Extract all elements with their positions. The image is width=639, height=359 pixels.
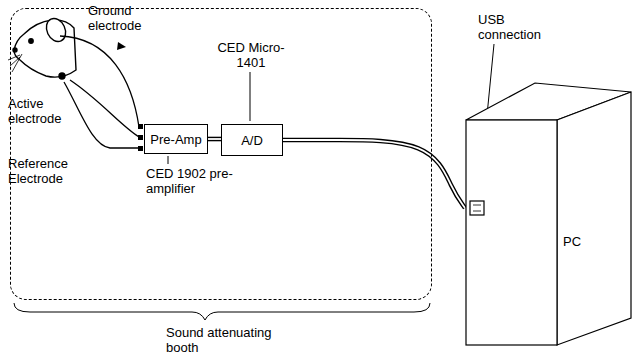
pc-tower: PC <box>465 82 633 347</box>
electrode-label: Reference Electrode <box>8 156 80 186</box>
booth-brace <box>14 303 430 320</box>
device-label: CED 1902 pre-amplifier <box>146 166 236 196</box>
cable-core <box>283 140 465 208</box>
cable-core <box>208 138 221 140</box>
node-label: A/D <box>241 133 263 148</box>
cable-group <box>208 139 221 140</box>
active-wire <box>70 80 139 137</box>
node-label: PC <box>563 234 603 249</box>
pointer-arrowhead <box>117 42 126 50</box>
reference-wire <box>64 82 139 148</box>
input-terminals <box>138 124 143 151</box>
cable-connector <box>208 137 221 142</box>
cable-group <box>283 140 465 208</box>
device-label: CED Micro-1401 <box>215 40 287 70</box>
cable-connector <box>283 140 465 208</box>
electrode-wires <box>60 36 139 148</box>
preamp-box: Pre-Amp <box>144 124 208 154</box>
electrode-label: Active electrode <box>8 96 70 126</box>
mouse-head <box>8 15 76 79</box>
ad-converter-box: A/D <box>221 124 283 156</box>
pc-tower-outline <box>465 82 633 347</box>
electrode-label: Ground electrode <box>88 3 160 33</box>
connection-label: USB connection <box>478 12 556 42</box>
booth-label: Sound attenuating booth <box>166 325 284 355</box>
node-label: Pre-Amp <box>150 132 201 147</box>
